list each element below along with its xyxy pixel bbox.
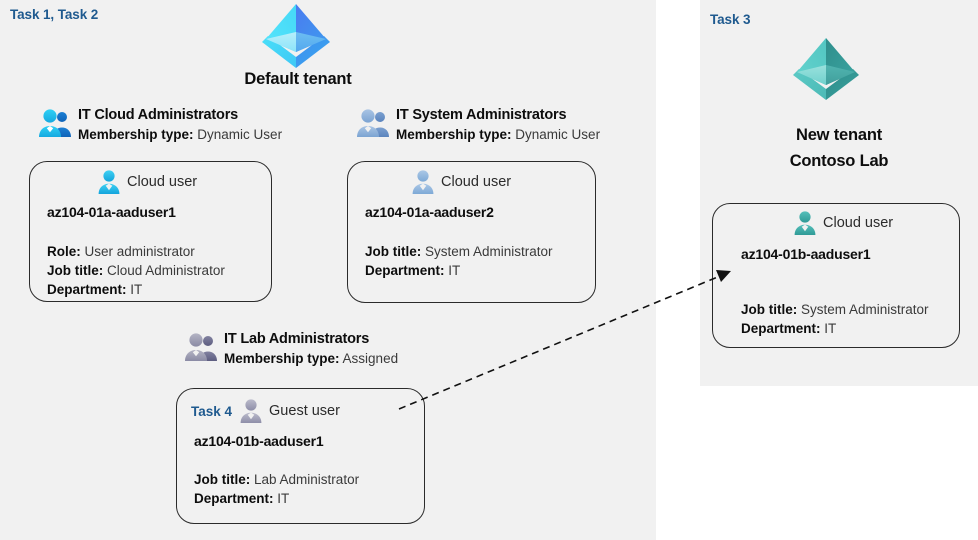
user-card-az104-01b-aaduser1-guest[interactable]: Task 4 Guest user az104-01b-aaduser1 Job… [176, 388, 425, 524]
task-label-inline: Task 4 [191, 403, 233, 419]
attr-value: System Administrator [801, 302, 929, 317]
group-membership-label: Membership type: [224, 351, 340, 366]
user-name: az104-01a-aaduser1 [47, 204, 176, 220]
attr-label: Role: [47, 244, 81, 259]
task-label-left: Task 1, Task 2 [10, 7, 99, 22]
user-type-label: Guest user [269, 403, 340, 419]
group-it-lab-administrators: IT Lab Administrators Membership type: A… [184, 330, 398, 368]
attr-value: Lab Administrator [254, 472, 360, 487]
attr-value: User administrator [84, 244, 195, 259]
guest-user-icon [238, 398, 264, 424]
card-header: Task 4 Guest user [191, 398, 340, 424]
card-header: Cloud user [96, 169, 197, 195]
new-tenant-caption-line1: New tenant [795, 126, 882, 144]
cloud-user-icon [410, 169, 436, 195]
group-membership-label: Membership type: [396, 127, 512, 142]
attr-label: Department: [741, 321, 821, 336]
group-membership-label: Membership type: [78, 127, 194, 142]
attr-label: Job title: [741, 302, 798, 317]
user-type-label: Cloud user [127, 174, 198, 190]
attr-department: Department: IT [365, 261, 553, 280]
group-membership: Membership type: Dynamic User [396, 125, 600, 144]
attr-department: Department: IT [741, 319, 929, 338]
default-tenant-panel [0, 0, 656, 540]
attr-label: Department: [365, 263, 445, 278]
attr-department: Department: IT [194, 489, 359, 508]
new-tenant-caption-line2: Contoso Lab [789, 152, 889, 170]
attr-job-title: Job title: System Administrator [365, 242, 553, 261]
group-membership-value: Assigned [342, 351, 399, 366]
user-name: az104-01b-aaduser1 [194, 433, 324, 449]
attr-value: Cloud Administrator [107, 263, 225, 278]
attr-job-title: Job title: Cloud Administrator [47, 261, 225, 280]
default-tenant-caption: Default tenant [244, 70, 352, 88]
attr-label: Department: [47, 282, 127, 297]
group-it-cloud-administrators: IT Cloud Administrators Membership type:… [38, 106, 282, 144]
user-card-az104-01a-aaduser2[interactable]: Cloud user az104-01a-aaduser2 Job title:… [347, 161, 596, 303]
default-tenant-icon [258, 2, 334, 73]
group-users-icon [38, 108, 74, 138]
arrow-line [398, 275, 721, 410]
attr-value: IT [130, 282, 143, 297]
group-membership: Membership type: Dynamic User [78, 125, 282, 144]
group-membership: Membership type: Assigned [224, 349, 398, 368]
attr-department: Department: IT [47, 280, 225, 299]
group-title: IT Lab Administrators [224, 331, 370, 347]
group-membership-value: Dynamic User [515, 127, 601, 142]
cloud-user-icon [792, 210, 818, 236]
attr-value: IT [448, 263, 461, 278]
group-title: IT System Administrators [396, 107, 567, 123]
user-type-label: Cloud user [823, 215, 894, 231]
group-it-system-administrators: IT System Administrators Membership type… [356, 106, 600, 144]
user-card-az104-01a-aaduser1[interactable]: Cloud user az104-01a-aaduser1 Role: User… [29, 161, 272, 302]
attr-job-title: Job title: Lab Administrator [194, 470, 359, 489]
attr-label: Job title: [365, 244, 422, 259]
group-users-icon [356, 108, 392, 138]
group-users-icon [184, 332, 220, 362]
user-attributes: Job title: Lab Administrator Department:… [194, 470, 359, 508]
user-attributes: Role: User administrator Job title: Clou… [47, 242, 225, 299]
attr-role: Role: User administrator [47, 242, 225, 261]
user-card-az104-01b-aaduser1-cloud[interactable]: Cloud user az104-01b-aaduser1 Job title:… [712, 203, 960, 348]
user-type-label: Cloud user [441, 174, 512, 190]
attr-label: Job title: [47, 263, 104, 278]
attr-job-title: Job title: System Administrator [741, 300, 929, 319]
user-attributes: Job title: System Administrator Departme… [365, 242, 553, 280]
cloud-user-icon [96, 169, 122, 195]
user-name: az104-01a-aaduser2 [365, 204, 494, 220]
group-title: IT Cloud Administrators [78, 107, 239, 123]
user-attributes: Job title: System Administrator Departme… [741, 300, 929, 338]
attr-value: IT [277, 491, 290, 506]
new-tenant-icon [790, 36, 862, 105]
card-header: Cloud user [792, 210, 893, 236]
arrow-head [716, 270, 731, 282]
attr-value: System Administrator [425, 244, 553, 259]
attr-label: Department: [194, 491, 274, 506]
attr-label: Job title: [194, 472, 251, 487]
group-membership-value: Dynamic User [197, 127, 283, 142]
task-label-right: Task 3 [710, 12, 751, 27]
user-name: az104-01b-aaduser1 [741, 246, 871, 262]
attr-value: IT [824, 321, 837, 336]
card-header: Cloud user [410, 169, 511, 195]
